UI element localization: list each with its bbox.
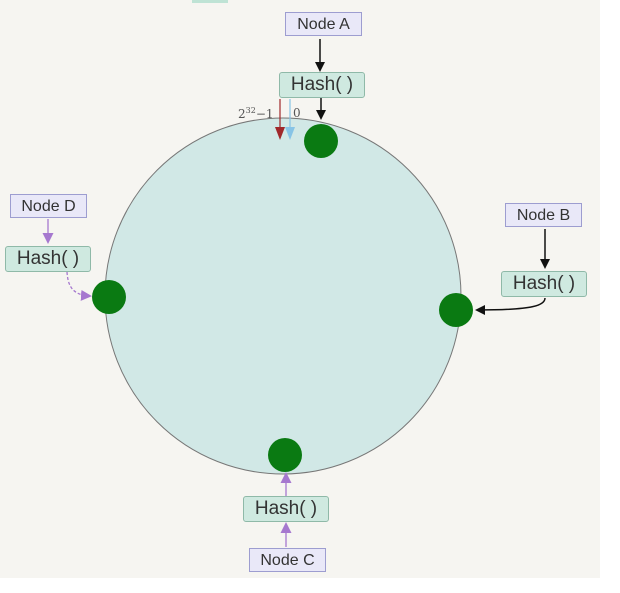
zero-hash-label: 0 bbox=[293, 106, 301, 120]
zero-marker-arrowhead bbox=[285, 127, 295, 140]
node-c-dot bbox=[268, 438, 302, 472]
arrow-hash-d-to-ring bbox=[66, 271, 92, 301]
max-hash-base: 2 bbox=[238, 107, 246, 121]
node-d-dot bbox=[92, 280, 126, 314]
max-hash-exponent: 32 bbox=[245, 106, 256, 115]
node-b-dot bbox=[439, 293, 473, 327]
node-c-label: Node C bbox=[249, 548, 326, 572]
node-b-label: Node B bbox=[505, 203, 582, 227]
node-d-label: Node D bbox=[10, 194, 87, 218]
hash-a-box: Hash( ) bbox=[279, 72, 365, 98]
diagram-canvas: Node A Node B Node C Node D Hash( ) Hash… bbox=[0, 0, 600, 578]
hash-c-box: Hash( ) bbox=[243, 496, 329, 522]
cropped-header-fragment bbox=[192, 0, 228, 3]
arrow-hash-b-to-ring bbox=[475, 297, 546, 315]
hash-ring bbox=[104, 117, 462, 475]
node-a-dot bbox=[304, 124, 338, 158]
max-marker-arrowhead bbox=[275, 127, 285, 140]
max-hash-label: 232−1 bbox=[238, 106, 274, 121]
node-a-label: Node A bbox=[285, 12, 362, 36]
hash-b-box: Hash( ) bbox=[501, 271, 587, 297]
diagram-graphics bbox=[42, 39, 550, 547]
hash-d-box: Hash( ) bbox=[5, 246, 91, 272]
max-hash-suffix: −1 bbox=[255, 107, 274, 121]
